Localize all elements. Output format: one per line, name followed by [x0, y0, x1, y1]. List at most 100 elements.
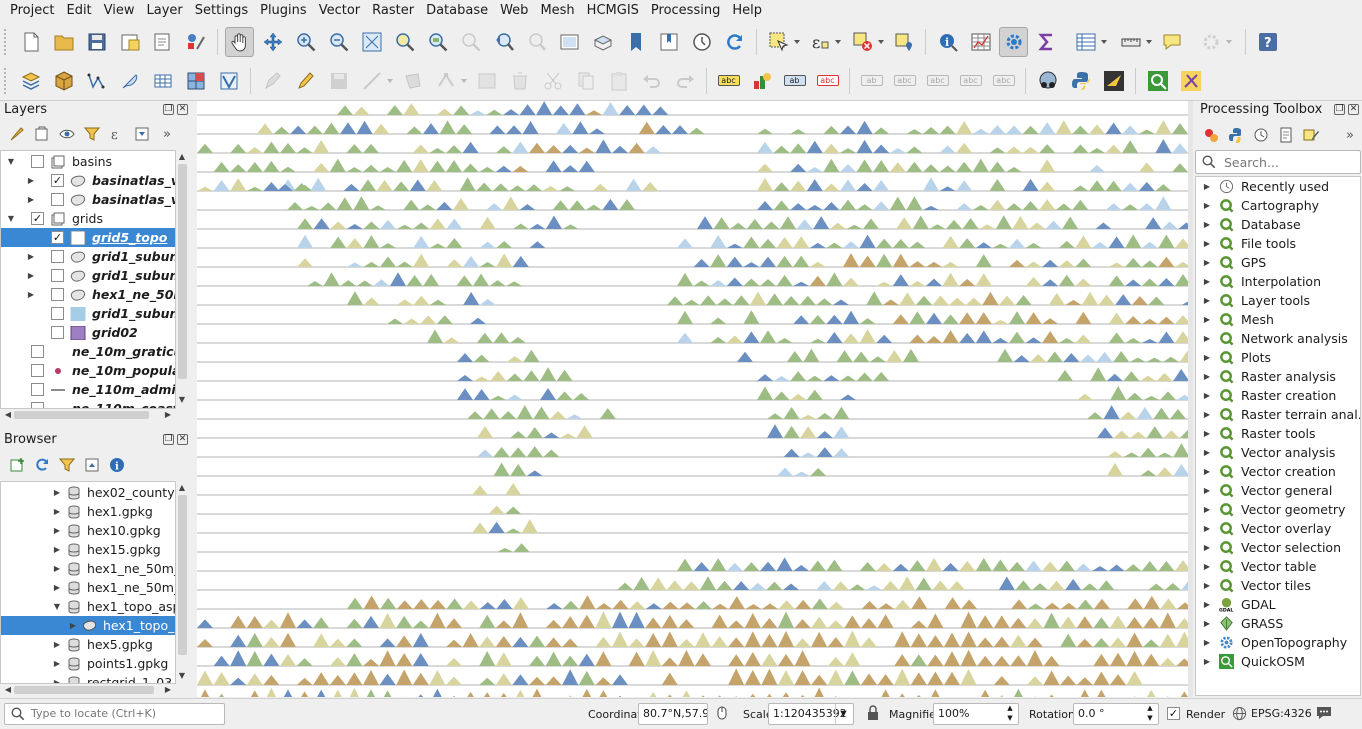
scroll-up-arrow[interactable]: ▲ [178, 483, 186, 492]
expand-arrow-icon[interactable]: ▼ [7, 157, 15, 166]
layer-visibility-checkbox[interactable] [51, 269, 64, 282]
layer-item[interactable]: ▶hex1_ne_50m_ac [1, 285, 175, 304]
locator-input[interactable]: Type to locate (Ctrl+K) [4, 703, 225, 725]
collapse-arrow-icon[interactable]: ▶ [53, 640, 61, 649]
layer-item[interactable]: ✓grid5_topo [1, 228, 175, 247]
manage-visibility-button[interactable] [56, 123, 78, 145]
browser-item[interactable]: ▶hex1_ne_50m_l [1, 578, 175, 597]
collapse-arrow-icon[interactable]: ▶ [1203, 562, 1211, 571]
results-viewer-button[interactable] [1275, 124, 1297, 146]
temporal-controller-button[interactable] [687, 27, 716, 57]
toolbox-provider-item[interactable]: ▶Vector analysis [1196, 443, 1360, 462]
refresh-browser-button[interactable] [31, 454, 53, 476]
menu-web[interactable]: Web [500, 3, 529, 18]
scripts-button[interactable] [1225, 124, 1247, 146]
data-source-manager-button[interactable] [16, 66, 45, 96]
change-label-button[interactable]: abc [989, 66, 1018, 96]
layer-diagram-button[interactable] [747, 66, 776, 96]
layer-visibility-checkbox[interactable] [31, 364, 44, 377]
menu-plugins[interactable]: Plugins [260, 3, 307, 18]
zoom-to-selection-button[interactable] [390, 27, 419, 57]
menu-mesh[interactable]: Mesh [540, 3, 575, 18]
toolbox-provider-item[interactable]: ▶Plots [1196, 348, 1360, 367]
scroll-up-arrow[interactable]: ▲ [178, 152, 186, 161]
layer-visibility-checkbox[interactable]: ✓ [31, 212, 44, 225]
collapse-arrow-icon[interactable]: ▶ [1203, 296, 1211, 305]
collapse-arrow-icon[interactable]: ▶ [1203, 410, 1211, 419]
toolbox-provider-item[interactable]: ▶Mesh [1196, 310, 1360, 329]
highlight-pinned-button[interactable]: ab [857, 66, 886, 96]
filter-expression-button[interactable]: ε [106, 123, 128, 145]
crs-button[interactable]: EPSG:4326 [1232, 706, 1312, 721]
show-label-button[interactable]: abc [890, 66, 919, 96]
scroll-left-arrow[interactable]: ◀ [4, 685, 12, 694]
style-manager-button[interactable] [181, 27, 210, 57]
menu-hcmgis[interactable]: HCMGIS [586, 3, 639, 18]
style-panel-button[interactable] [6, 123, 28, 145]
layer-visibility-checkbox[interactable] [51, 307, 64, 320]
rotate-label-button[interactable]: abc [956, 66, 985, 96]
toolbox-tree[interactable]: ▶Recently used▶Cartography▶Database▶File… [1195, 176, 1361, 696]
collapse-arrow-icon[interactable]: ▶ [1203, 258, 1211, 267]
collapse-arrow-icon[interactable]: ▶ [53, 564, 61, 573]
show-bookmarks-button[interactable] [654, 27, 683, 57]
more-button[interactable]: » [163, 126, 171, 142]
open-attribute-table-button[interactable] [966, 27, 995, 57]
help-button[interactable]: ? [1253, 27, 1282, 57]
plugin-settings-button[interactable] [1196, 27, 1232, 57]
toolbox-search-input[interactable]: Search... [1195, 150, 1361, 174]
browser-item[interactable]: ▶hex1_ne_50m_a [1, 559, 175, 578]
layer-tree[interactable]: ▼basins▶✓basinatlas_v10_▶basinatlas_v10_… [0, 150, 176, 409]
pan-to-selection-button[interactable] [258, 27, 287, 57]
browser-item[interactable]: ▶hex15.gpkg [1, 540, 175, 559]
toolbar-handle[interactable] [4, 67, 10, 94]
add-selected-layers-button[interactable] [6, 454, 28, 476]
move-label-button[interactable]: abc [923, 66, 952, 96]
toolbox-provider-item[interactable]: ▶Vector creation [1196, 462, 1360, 481]
toolbox-provider-item[interactable]: ▶Raster analysis [1196, 367, 1360, 386]
menu-settings[interactable]: Settings [194, 3, 249, 18]
collapse-arrow-icon[interactable]: ▶ [69, 621, 77, 630]
open-table-button[interactable] [1071, 27, 1107, 57]
zoom-full-button[interactable] [357, 27, 386, 57]
menu-project[interactable]: Project [10, 3, 55, 18]
collapse-arrow-icon[interactable]: ▶ [53, 488, 61, 497]
browser-item[interactable]: ▶hex02_county2 [1, 483, 175, 502]
toolbox-provider-item[interactable]: ▶Network analysis [1196, 329, 1360, 348]
browser-item[interactable]: ▶hex5.gpkg [1, 635, 175, 654]
refresh-button[interactable] [720, 27, 749, 57]
toolbox-provider-item[interactable]: ▶Raster tools [1196, 424, 1360, 443]
add-polygon-button[interactable] [398, 66, 427, 96]
new-3d-map-view-button[interactable] [588, 27, 617, 57]
open-project-button[interactable] [49, 27, 78, 57]
browser-hscrollbar[interactable]: ◀ ▶ [0, 684, 176, 696]
toolbox-provider-item[interactable]: ▶Cartography [1196, 196, 1360, 215]
paste-features-button[interactable] [604, 66, 633, 96]
menu-help[interactable]: Help [732, 3, 762, 18]
processing-toolbox-button[interactable] [999, 26, 1028, 57]
layer-item[interactable]: ▼✓grids [1, 209, 175, 228]
close-panel-button[interactable]: ✕ [177, 434, 188, 445]
collapse-arrow-icon[interactable]: ▶ [27, 176, 35, 185]
new-temporary-layer-button[interactable] [148, 66, 177, 96]
collapse-arrow-icon[interactable]: ▶ [27, 195, 35, 204]
float-panel-button[interactable]: ❐ [163, 434, 174, 445]
select-features-button[interactable] [764, 27, 800, 57]
collapse-arrow-icon[interactable]: ▶ [1203, 220, 1211, 229]
layer-item[interactable]: grid1_subunits_ [1, 304, 175, 323]
zoom-out-button[interactable] [324, 27, 353, 57]
python-console-button[interactable] [1066, 66, 1095, 96]
filter-legend-button[interactable] [81, 123, 103, 145]
select-by-expression-button[interactable]: ε [805, 27, 841, 57]
collapse-arrow-icon[interactable]: ▶ [1203, 600, 1211, 609]
models-button[interactable] [1200, 124, 1222, 146]
collapse-arrow-icon[interactable]: ▶ [1203, 429, 1211, 438]
map-canvas[interactable] [197, 101, 1188, 697]
zoom-in-button[interactable] [291, 27, 320, 57]
close-panel-button[interactable]: ✕ [177, 104, 188, 115]
magnifier-spinbox[interactable]: 100% ▲▼ [933, 703, 1019, 725]
new-vector-layer-button[interactable] [82, 66, 111, 96]
save-project-button[interactable] [82, 27, 111, 57]
layer-item[interactable]: ▶✓basinatlas_v10_ [1, 171, 175, 190]
